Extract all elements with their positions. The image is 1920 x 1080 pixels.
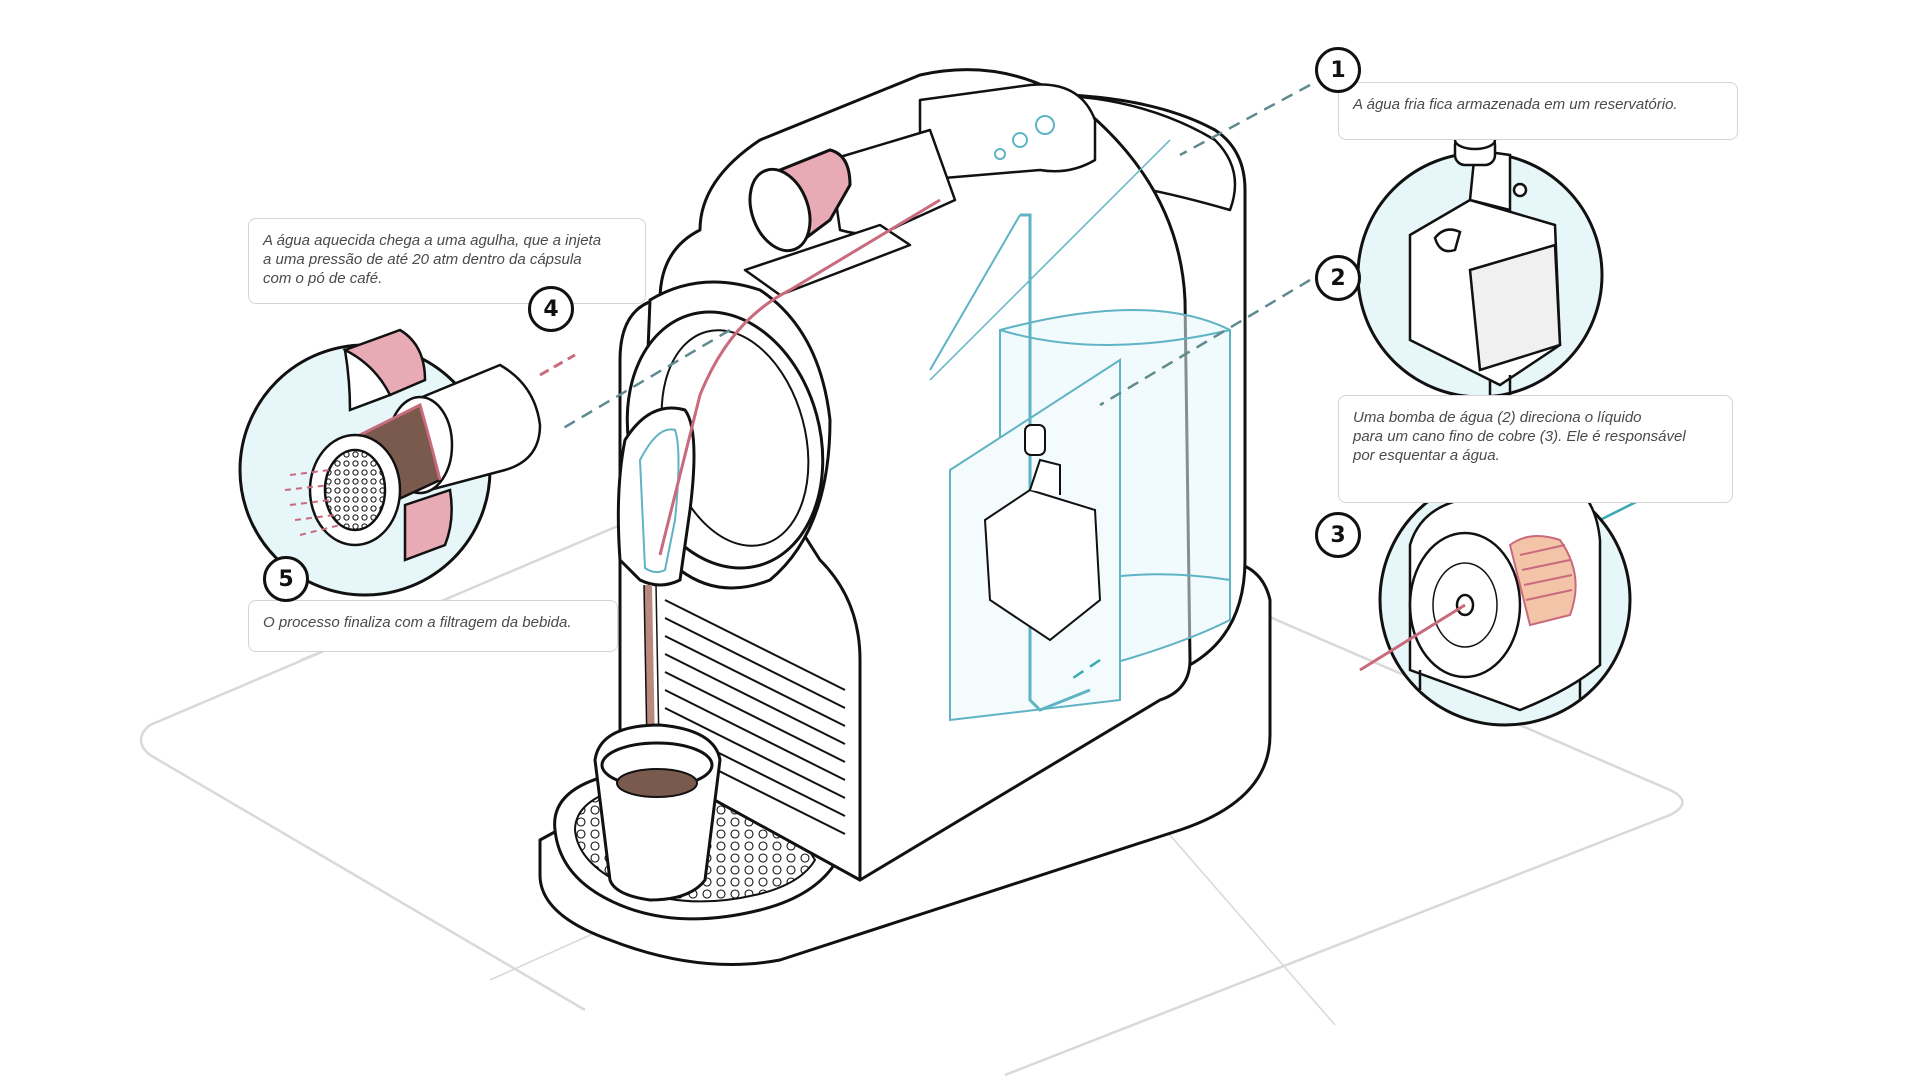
callout-step-4: A água aquecida chega a uma agulha, que … xyxy=(248,218,646,304)
top-console xyxy=(918,83,1097,182)
front-vents xyxy=(664,599,846,835)
spout xyxy=(616,406,696,587)
callout-step-2-3: Uma bomba de água (2) direciona o líquid… xyxy=(1338,395,1733,503)
internal-pump xyxy=(983,424,1102,642)
badge-step-2: 2 xyxy=(1315,255,1361,301)
capsule-top xyxy=(748,148,852,253)
coffee-cup-icon xyxy=(593,723,722,902)
callout-step-1: A água fria fica armazenada em um reserv… xyxy=(1338,82,1738,140)
heater-coil-icon xyxy=(1359,473,1632,727)
water-pump-icon xyxy=(1356,129,1604,402)
callout-step-5: O processo finaliza com a filtragem da b… xyxy=(248,600,618,652)
hot-water-line xyxy=(658,198,941,556)
badge-step-4: 4 xyxy=(528,286,574,332)
badge-step-3: 3 xyxy=(1315,512,1361,558)
badge-step-5: 5 xyxy=(263,556,309,602)
capsule-needle-icon xyxy=(238,328,576,597)
badge-step-1: 1 xyxy=(1315,47,1361,93)
